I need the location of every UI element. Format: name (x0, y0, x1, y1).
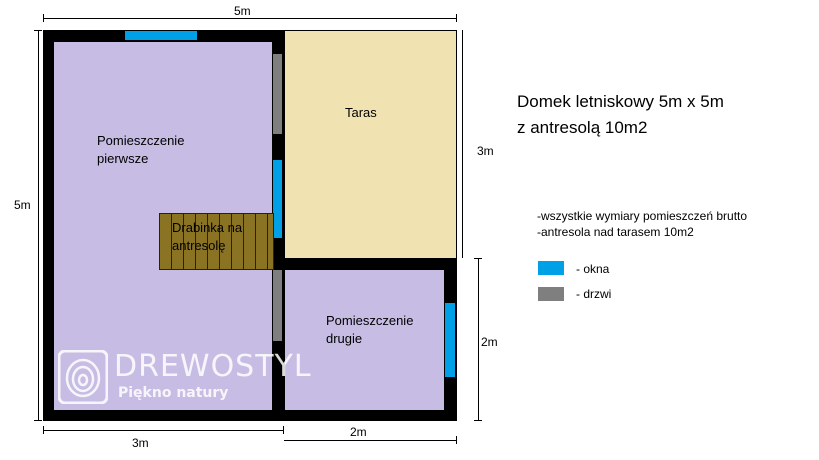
logo-tagline: Piękno natury (118, 385, 229, 401)
dimension-line-top (43, 18, 457, 19)
terrace (285, 31, 456, 258)
door-room1-room2 (273, 270, 282, 341)
room1-label: Pomieszczenie pierwsze (97, 132, 184, 168)
tree-rings-icon (58, 350, 108, 404)
legend-label-door: - drzwi (576, 287, 612, 301)
dimension-left-label: 5m (14, 198, 31, 212)
terrace-label: Taras (345, 105, 377, 120)
dimension-right-upper-label: 3m (477, 144, 494, 158)
dimension-tick (34, 420, 42, 421)
plan-title-line2: z antresolą 10m2 (517, 118, 648, 137)
dimension-right-lower-label: 2m (481, 335, 498, 349)
door-room1-terrace (273, 54, 282, 134)
room2-label-line1: Pomieszczenie (326, 313, 414, 328)
window-room2-right (445, 303, 455, 377)
dimension-line-bottom-right (284, 440, 457, 441)
room1-label-line2: pierwsze (97, 151, 149, 166)
room2-label: Pomieszczenie drugie (326, 312, 413, 348)
note-item: -wszystkie wymiary pomieszczeń brutto (537, 209, 748, 223)
room-drugie (285, 270, 444, 410)
ladder-label-line1: Drabinka na (172, 220, 243, 235)
legend-swatch-door (538, 287, 564, 301)
dimension-tick (34, 30, 42, 31)
dimension-tick (43, 14, 44, 22)
ladder-label-line2: antresolę (172, 238, 226, 253)
dimension-top-label: 5m (234, 4, 251, 18)
drewostyl-logo: DREWOSTYL Piękno natury (58, 350, 311, 406)
dimension-tick (456, 436, 457, 444)
window-center-wall (273, 160, 282, 238)
dimension-bottom-right-label: 2m (350, 425, 367, 439)
logo-brand: DREWOSTYL (114, 349, 312, 384)
dimension-bottom-left-label: 3m (132, 436, 149, 450)
dimension-tick (456, 14, 457, 22)
dimension-tick (474, 420, 482, 421)
room1-label-line1: Pomieszczenie (97, 133, 185, 148)
plan-title-line1: Domek letniskowy 5m x 5m (517, 92, 724, 111)
dimension-line-left (38, 30, 39, 421)
notes-list: -wszystkie wymiary pomieszczeń brutto -a… (537, 208, 747, 240)
legend: - okna - drzwi (538, 261, 658, 307)
plan-title: Domek letniskowy 5m x 5m z antresolą 10m… (517, 89, 724, 141)
note-item: -antresola nad tarasem 10m2 (537, 225, 694, 239)
ladder-label: Drabinka na antresolę (172, 219, 242, 255)
window-top (125, 31, 197, 40)
dimension-line-bottom-left (43, 430, 284, 431)
dimension-tick (43, 426, 44, 434)
dimension-line-right-upper (462, 30, 463, 258)
dimension-tick (474, 258, 482, 259)
room2-label-line2: drugie (326, 331, 363, 346)
dimension-line-right-lower (478, 258, 479, 421)
dimension-tick (283, 426, 284, 434)
legend-label-window: - okna (576, 262, 610, 276)
ladder-stairs (159, 213, 274, 270)
legend-swatch-window (538, 261, 564, 275)
